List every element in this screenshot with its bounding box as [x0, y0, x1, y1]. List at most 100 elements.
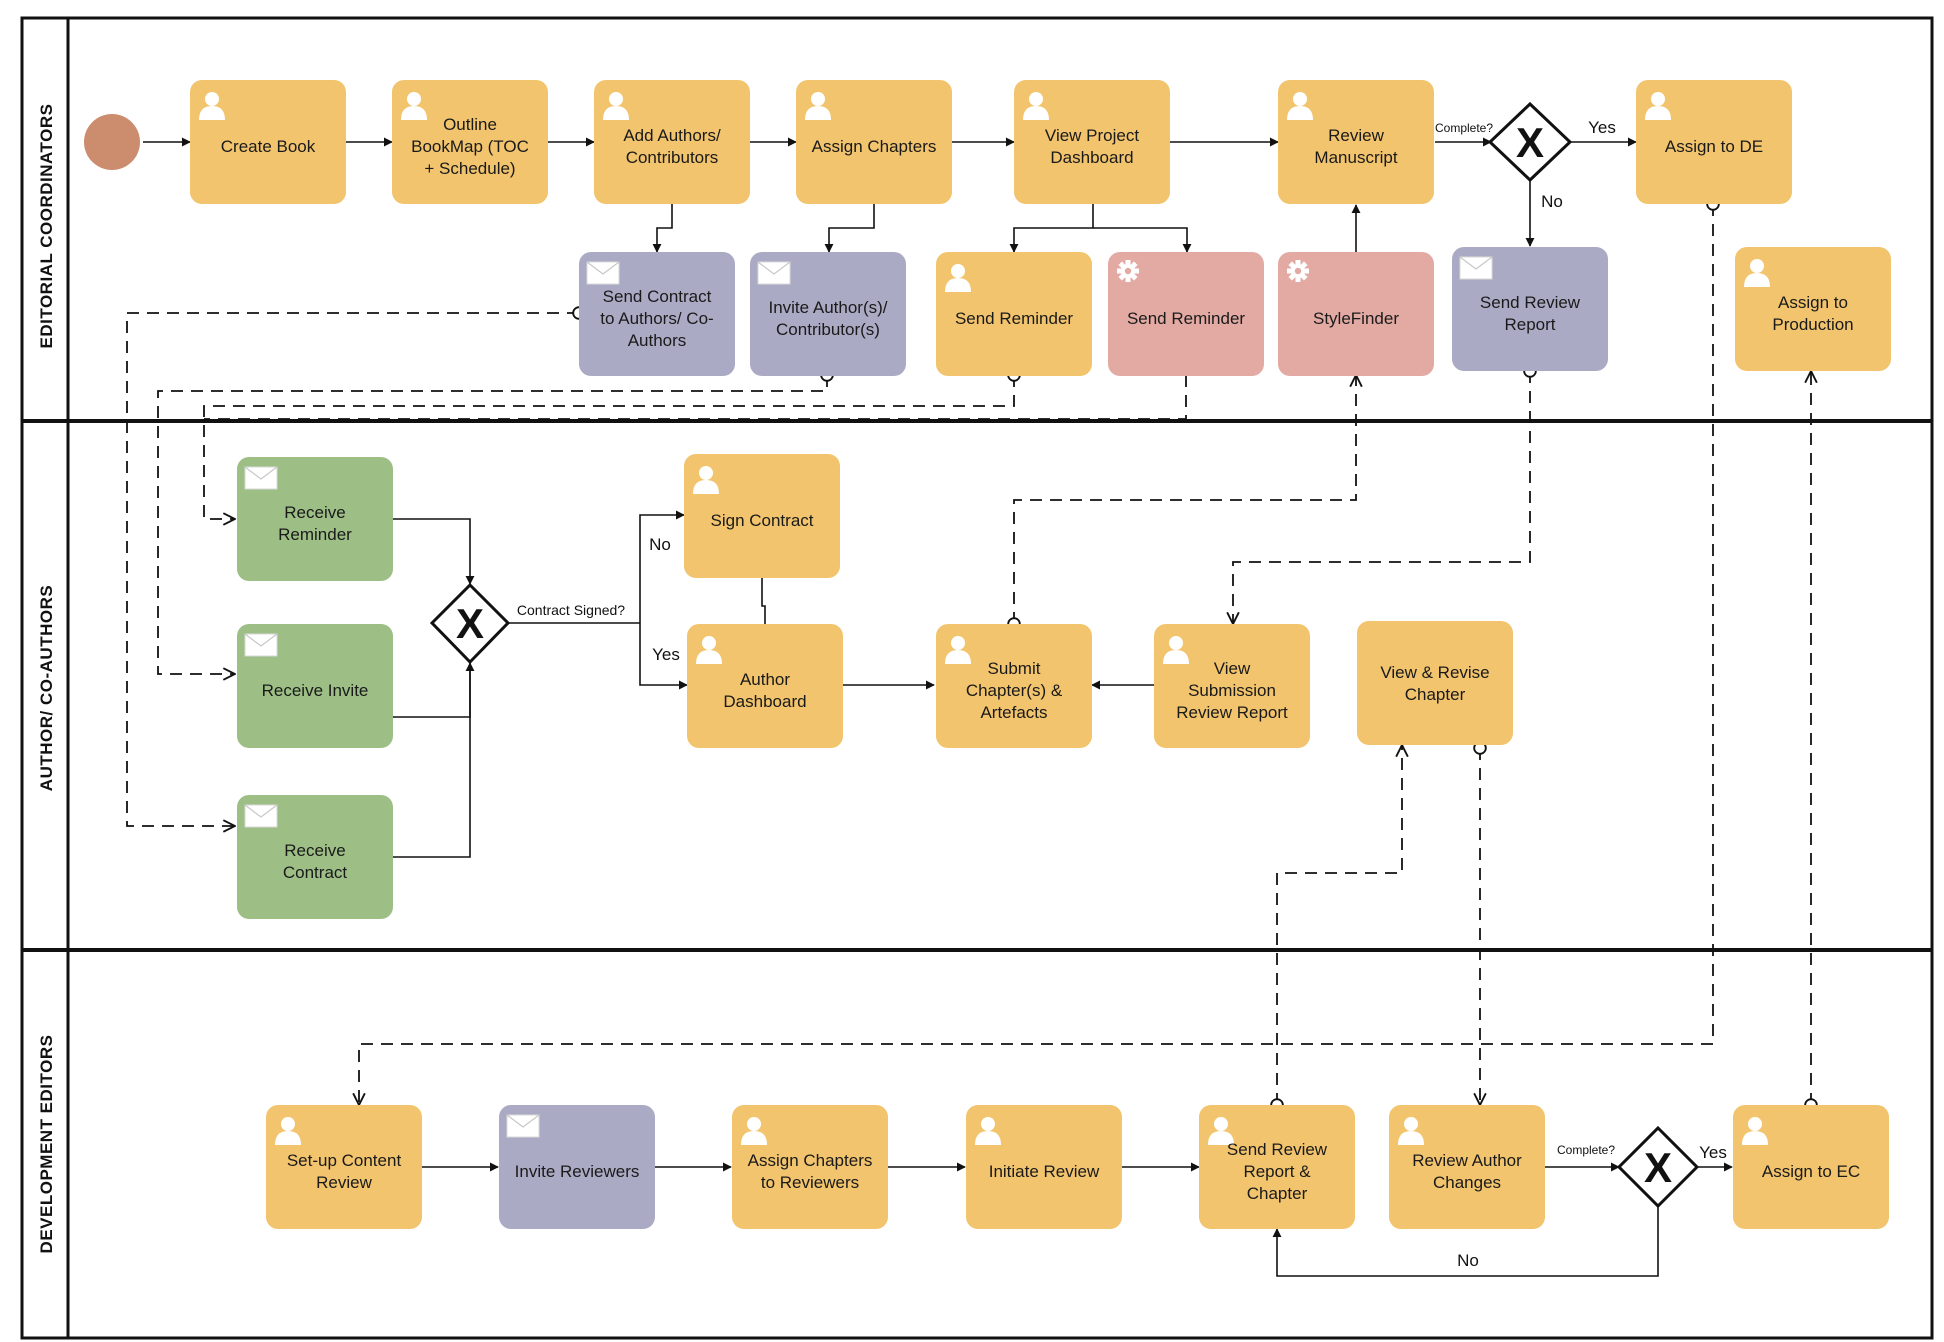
- node-label: View & Revise: [1380, 663, 1489, 682]
- gateways: X Complete? X Contract Signed? X Complet…: [429, 101, 1700, 1209]
- node-box: [1108, 252, 1264, 376]
- node-invite-authors: Invite Author(s)/ Contributor(s): [750, 252, 906, 376]
- node-add-authors: Add Authors/Contributors: [594, 80, 750, 204]
- node-send-reminder-1: Send Reminder: [936, 252, 1092, 376]
- node-box: [1357, 621, 1513, 745]
- user-icon: [199, 92, 225, 120]
- gateway-label: Contract Signed?: [517, 602, 625, 618]
- node-label: Review: [316, 1173, 372, 1192]
- node-label: Contract: [283, 863, 348, 882]
- node-label: Invite Author(s)/: [768, 298, 887, 317]
- node-label: Review Author: [1412, 1151, 1522, 1170]
- user-icon: [693, 466, 719, 494]
- node-label: Review Report: [1176, 703, 1288, 722]
- user-icon: [1742, 1117, 1768, 1145]
- node-label: Submission: [1188, 681, 1276, 700]
- user-icon: [945, 264, 971, 292]
- user-icon: [1744, 259, 1770, 287]
- node-label: Set-up Content: [287, 1151, 402, 1170]
- node-label: Outline: [443, 115, 497, 134]
- edge-label-no-ec: No: [1541, 192, 1563, 211]
- envelope-icon: [1459, 256, 1493, 280]
- gear-icon: [1117, 260, 1139, 282]
- edge-label-yes-ec: Yes: [1588, 118, 1616, 137]
- node-label: Assign Chapters: [812, 137, 937, 156]
- node-label: Artefacts: [980, 703, 1047, 722]
- node-label: Manuscript: [1314, 148, 1397, 167]
- node-label: Report &: [1243, 1162, 1311, 1181]
- node-box: [1278, 252, 1434, 376]
- user-icon: [1163, 636, 1189, 664]
- user-icon: [401, 92, 427, 120]
- gateway-contract-signed: X Contract Signed?: [429, 582, 625, 665]
- edge-label-yes-contract: Yes: [652, 645, 680, 664]
- edge-label-yes-de: Yes: [1699, 1143, 1727, 1162]
- node-label: Send Reminder: [1127, 309, 1245, 328]
- node-label: Submit: [988, 659, 1041, 678]
- node-label: Initiate Review: [989, 1162, 1100, 1181]
- node-label: Sign Contract: [711, 511, 814, 530]
- node-label: Changes: [1433, 1173, 1501, 1192]
- gear-icon: [1287, 260, 1309, 282]
- node-box: [684, 454, 840, 578]
- gateway-symbol: X: [1644, 1144, 1672, 1191]
- envelope-icon: [586, 261, 620, 285]
- node-create-book: Create Book: [190, 80, 346, 204]
- node-label: Chapter(s) &: [966, 681, 1063, 700]
- node-receive-invite: Receive Invite: [237, 624, 393, 748]
- node-label: Review: [1328, 126, 1384, 145]
- envelope-icon: [244, 804, 278, 828]
- node-assign-ec: Assign to EC: [1733, 1105, 1889, 1229]
- edge-label-no-de: No: [1457, 1251, 1479, 1270]
- node-label: Send Review: [1227, 1140, 1328, 1159]
- user-icon: [1287, 92, 1313, 120]
- node-label: to Authors/ Co-: [600, 309, 713, 328]
- node-label: Reminder: [278, 525, 352, 544]
- envelope-icon: [757, 261, 791, 285]
- lane-label-development: DEVELOPMENT EDITORS: [37, 1035, 56, 1254]
- envelope-icon: [244, 466, 278, 490]
- node-label: Receive: [284, 503, 345, 522]
- node-box: [1389, 1105, 1545, 1229]
- node-initiate-review: Initiate Review: [966, 1105, 1122, 1229]
- message-flows: [126, 204, 1811, 1105]
- node-invite-reviewers: Invite Reviewers: [499, 1105, 655, 1229]
- start-event: [84, 114, 140, 170]
- node-box: [796, 80, 952, 204]
- node-label: Contributors: [626, 148, 719, 167]
- user-icon: [1398, 1117, 1424, 1145]
- node-box: [392, 80, 548, 204]
- node-label: Chapter: [1247, 1184, 1308, 1203]
- node-label: Send Contract: [603, 287, 712, 306]
- user-icon: [975, 1117, 1001, 1145]
- edge-labels: Yes No No Yes Yes No: [649, 118, 1727, 1270]
- node-box: [732, 1105, 888, 1229]
- node-label: BookMap (TOC: [411, 137, 529, 156]
- node-box: [966, 1105, 1122, 1229]
- user-icon: [696, 636, 722, 664]
- node-label: Assign Chapters: [748, 1151, 873, 1170]
- node-label: Dashboard: [1050, 148, 1133, 167]
- node-label: StyleFinder: [1313, 309, 1399, 328]
- node-label: Authors: [628, 331, 687, 350]
- gateway-complete-ec: X Complete?: [1435, 101, 1573, 183]
- node-box: [1636, 80, 1792, 204]
- node-send-reminder-2: Send Reminder: [1108, 252, 1264, 376]
- node-label: Chapter: [1405, 685, 1466, 704]
- node-label: Assign to DE: [1665, 137, 1763, 156]
- node-label: Contributor(s): [776, 320, 880, 339]
- node-label: Send Reminder: [955, 309, 1073, 328]
- node-send-contract: Send Contract to Authors/ Co- Authors: [579, 252, 735, 376]
- gateway-symbol: X: [1516, 119, 1544, 166]
- user-icon: [275, 1117, 301, 1145]
- node-label: Assign to EC: [1762, 1162, 1860, 1181]
